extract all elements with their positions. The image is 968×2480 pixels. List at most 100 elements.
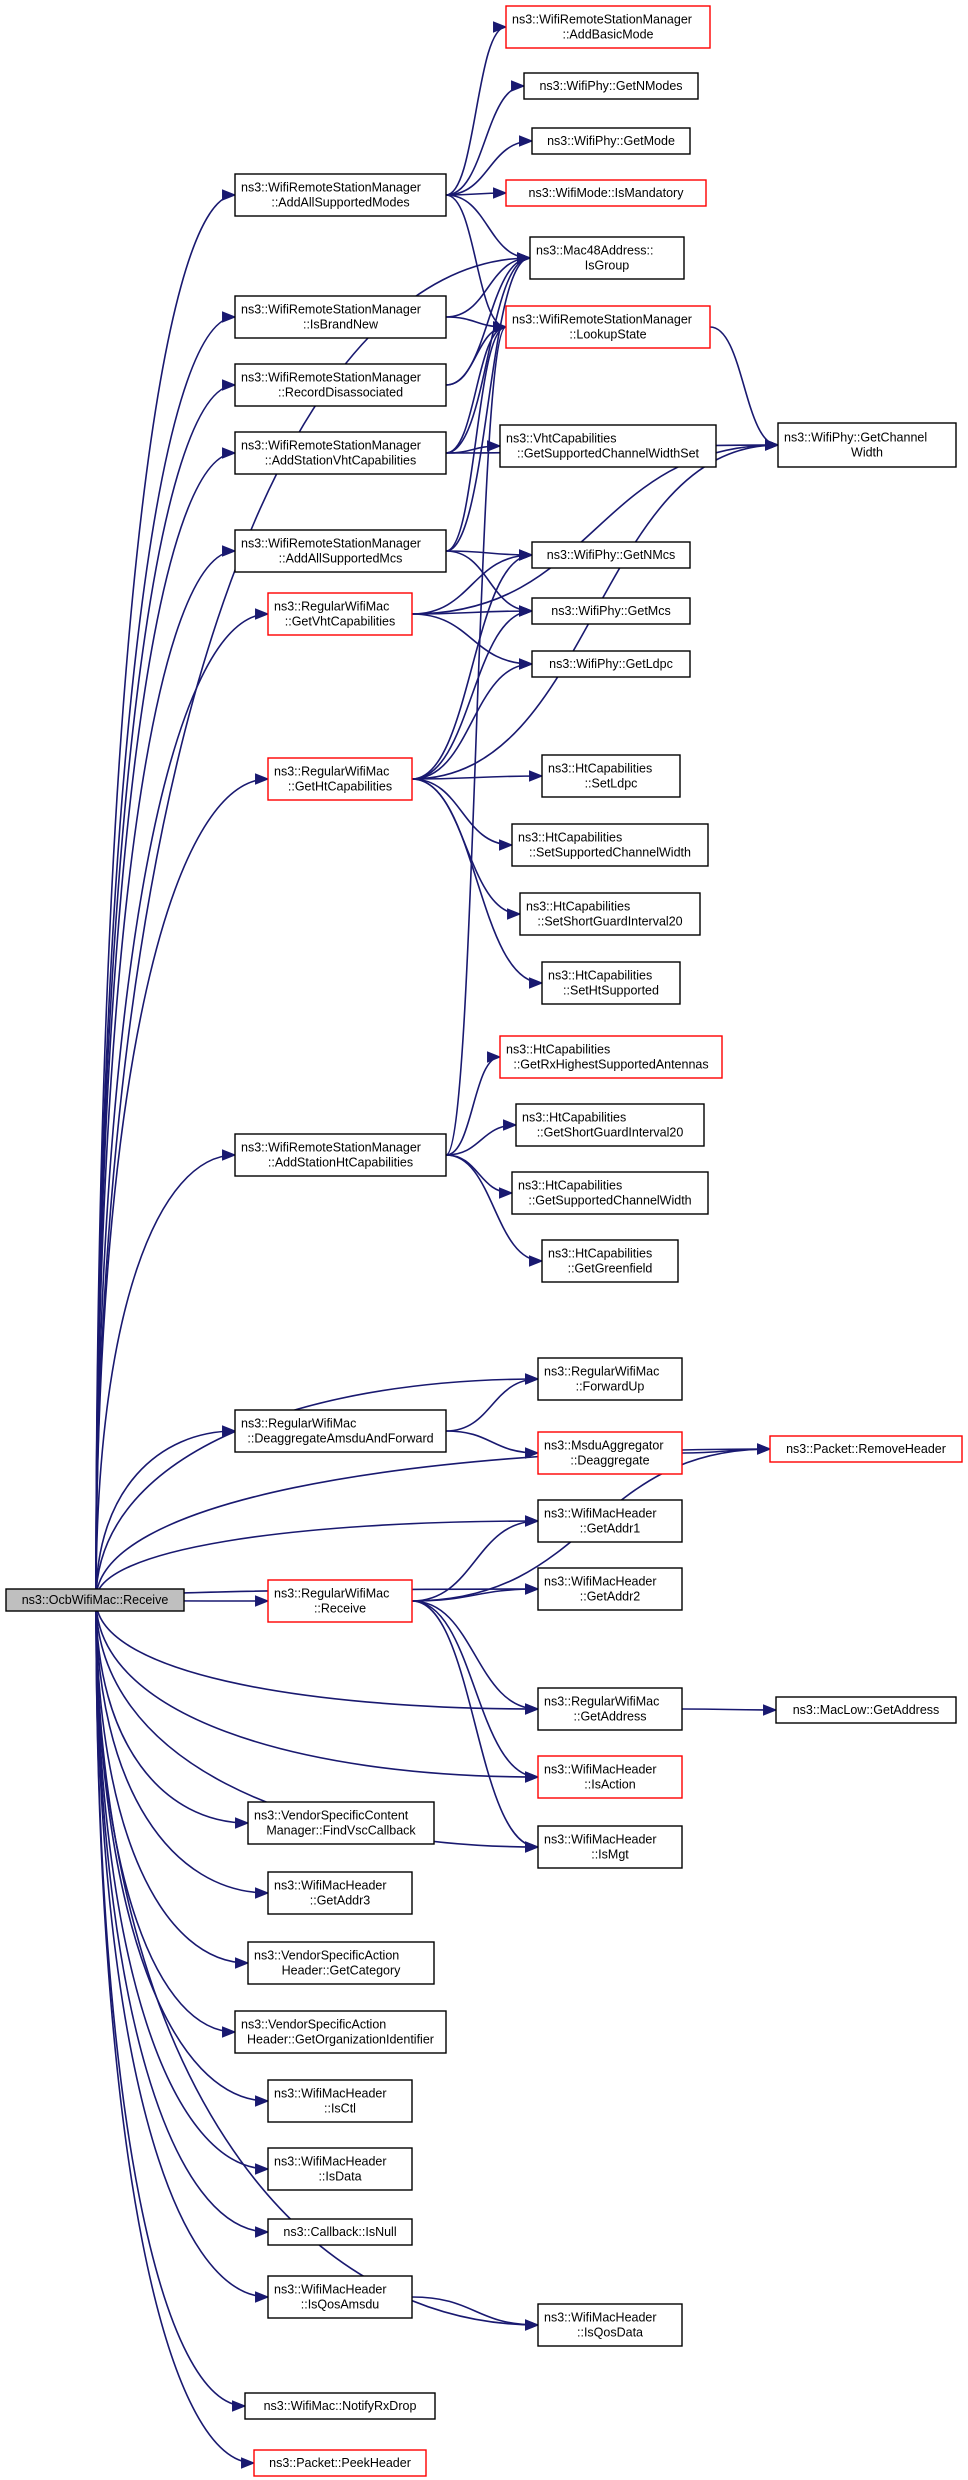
node-findvsc[interactable]: ns3::VendorSpecificContentManager::FindV… [247,1801,435,1845]
node-label-line: ::GetSupportedChannelWidthSet [517,447,700,461]
node-box [247,1801,435,1845]
node-isqosdata[interactable]: ns3::WifiMacHeader::IsQosData [537,2303,683,2347]
node-getaddress[interactable]: ns3::RegularWifiMac::GetAddress [537,1687,683,1731]
edge-getvhtcap-to-getldpc [411,613,534,670]
edge-receive_root-to-deaggfwd [95,1425,237,1601]
node-addstationht[interactable]: ns3::WifiRemoteStationManager::AddStatio… [234,1133,447,1177]
node-recorddisassoc[interactable]: ns3::WifiRemoteStationManager::RecordDis… [234,363,447,407]
node-getcategory[interactable]: ns3::VendorSpecificActionHeader::GetCate… [247,1941,435,1985]
node-label-line: ns3::WifiRemoteStationManager [241,1141,421,1155]
edge-receive_root-to-getcategory [95,1599,250,1969]
node-getorgid[interactable]: ns3::VendorSpecificActionHeader::GetOrga… [234,2010,447,2054]
node-isctl[interactable]: ns3::WifiMacHeader::IsCtl [267,2079,413,2123]
node-label-line: ns3::WifiMacHeader [274,2087,387,2101]
node-label-line: ns3::RegularWifiMac [274,1587,389,1601]
node-getmcs[interactable]: ns3::WifiPhy::GetMcs [531,597,691,625]
node-isgroup[interactable]: ns3::Mac48Address::IsGroup [529,236,685,280]
edge-addstationht-to-getsgi20 [445,1119,518,1156]
node-label-line: ::AddStationHtCapabilities [268,1156,413,1170]
node-isqosamsdu[interactable]: ns3::WifiMacHeader::IsQosAmsdu [267,2275,413,2319]
edge-receive_root-to-isgroup [95,252,532,1601]
node-box [499,1035,723,1079]
nodes-layer: ns3::OcbWifiMac::Receive ns3::WifiRemoteS… [5,5,963,2477]
node-getldpc[interactable]: ns3::WifiPhy::GetLdpc [531,650,691,678]
node-label-line: ::SetShortGuardInterval20 [537,915,682,929]
node-ismgt[interactable]: ns3::WifiMacHeader::IsMgt [537,1825,683,1869]
edge-rwmreceive-to-getaddr1 [411,1515,540,1602]
node-box [267,2147,413,2191]
node-box [267,1579,413,1623]
node-rwmreceive[interactable]: ns3::RegularWifiMac::Receive [267,1579,413,1623]
edge-rwmreceive-to-getaddr2 [411,1583,540,1602]
node-box [234,529,447,573]
node-box [5,1588,185,1612]
node-label-line: ::SetSupportedChannelWidth [529,846,691,860]
node-allsupportedmodes[interactable]: ns3::WifiRemoteStationManager::AddAllSup… [234,173,447,217]
node-getsgi20[interactable]: ns3::HtCapabilities::GetShortGuardInterv… [515,1103,705,1147]
node-label-line: ns3::Packet::PeekHeader [269,2456,411,2470]
node-getsupportedcw[interactable]: ns3::HtCapabilities::GetSupportedChannel… [511,1171,709,1215]
node-label-line: ns3::RegularWifiMac [544,1695,659,1709]
node-box [537,1687,683,1731]
node-msdudeagg[interactable]: ns3::MsduAggregator::Deaggregate [537,1431,683,1475]
node-label-line: ns3::WifiMacHeader [544,1507,657,1521]
node-receive_root[interactable]: ns3::OcbWifiMac::Receive [5,1588,185,1612]
node-removeheader[interactable]: ns3::Packet::RemoveHeader [769,1435,963,1463]
node-getaddr3[interactable]: ns3::WifiMacHeader::GetAddr3 [267,1871,413,1915]
node-label-line: ns3::WifiRemoteStationManager [241,537,421,551]
node-box [244,2392,436,2420]
edge-receive_root-to-findvsc [95,1599,250,1829]
node-isaction[interactable]: ns3::WifiMacHeader::IsAction [537,1755,683,1799]
node-setsupportedcw[interactable]: ns3::HtCapabilities::SetSupportedChannel… [511,823,709,867]
node-label-line: ::IsBrandNew [303,318,379,332]
node-lookupstate[interactable]: ns3::WifiRemoteStationManager::LookupSta… [505,305,711,349]
edge-receive_root-to-getaddr3 [95,1599,270,1899]
node-setsgi20[interactable]: ns3::HtCapabilities::SetShortGuardInterv… [519,892,701,936]
node-label-line: ::IsQosData [577,2326,643,2340]
edge-receive_root-to-addstationvht [95,447,237,1601]
node-label-line: ::DeaggregateAmsduAndForward [247,1432,433,1446]
node-peekheader[interactable]: ns3::Packet::PeekHeader [253,2449,427,2477]
node-label-line: ns3::WifiPhy::GetChannel [784,431,927,445]
node-getvhtcap[interactable]: ns3::RegularWifiMac::GetVhtCapabilities [267,592,413,636]
edge-receive_root-to-addstationht [95,1149,237,1601]
node-allsupportedmcs[interactable]: ns3::WifiRemoteStationManager::AddAllSup… [234,529,447,573]
node-label-line: ::GetAddr1 [580,1522,640,1536]
node-getnmcs[interactable]: ns3::WifiPhy::GetNMcs [531,541,691,569]
node-getaddr1[interactable]: ns3::WifiMacHeader::GetAddr1 [537,1499,683,1543]
node-getaddr2[interactable]: ns3::WifiMacHeader::GetAddr2 [537,1567,683,1611]
edge-allsupportedmcs-to-isgroup [445,252,532,552]
node-getnmodes[interactable]: ns3::WifiPhy::GetNModes [523,72,699,100]
node-maclowgetaddress[interactable]: ns3::MacLow::GetAddress [775,1696,957,1724]
node-isnull[interactable]: ns3::Callback::IsNull [267,2218,413,2246]
edge-rwmreceive-to-ismgt [411,1600,540,1853]
node-getmode[interactable]: ns3::WifiPhy::GetMode [531,127,691,155]
node-ismandatory[interactable]: ns3::WifiMode::IsMandatory [505,179,707,207]
node-getgreenfield[interactable]: ns3::HtCapabilities::GetGreenfield [541,1239,679,1283]
node-addstationvht[interactable]: ns3::WifiRemoteStationManager::AddStatio… [234,431,447,475]
node-label-line: ns3::WifiMacHeader [544,1763,657,1777]
node-getrxhighest[interactable]: ns3::HtCapabilities::GetRxHighestSupport… [499,1035,723,1079]
edge-addstationht-to-getsupportedcw [445,1154,514,1199]
node-forwardup[interactable]: ns3::RegularWifiMac::ForwardUp [537,1357,683,1401]
node-sethtsupported[interactable]: ns3::HtCapabilities::SetHtSupported [541,961,681,1005]
node-label-line: ns3::WifiRemoteStationManager [241,439,421,453]
edge-gethtcap-to-setsupportedcw [411,778,514,851]
node-isdata[interactable]: ns3::WifiMacHeader::IsData [267,2147,413,2191]
node-vhtgetsupportedcw[interactable]: ns3::VhtCapabilities::GetSupportedChanne… [499,424,717,468]
edge-receive_root-to-getvhtcap [95,608,270,1601]
node-box [234,173,447,217]
node-gethtcap[interactable]: ns3::RegularWifiMac::GetHtCapabilities [267,757,413,801]
node-addbasicmode[interactable]: ns3::WifiRemoteStationManager::AddBasicM… [505,5,711,49]
node-deaggfwd[interactable]: ns3::RegularWifiMac::DeaggregateAmsduAnd… [234,1409,447,1453]
node-label-line: ::ForwardUp [576,1380,645,1394]
node-label-line: ns3::VendorSpecificContent [254,1809,409,1823]
node-setldpc[interactable]: ns3::HtCapabilities::SetLdpc [541,754,681,798]
node-notifyrxdrop[interactable]: ns3::WifiMac::NotifyRxDrop [244,2392,436,2420]
edge-allsupportedmcs-to-lookupstate [445,321,508,552]
node-label-line: ::GetSupportedChannelWidth [528,1194,691,1208]
node-isbrandnew[interactable]: ns3::WifiRemoteStationManager::IsBrandNe… [234,295,447,339]
node-label-line: ns3::WifiMac::NotifyRxDrop [264,2399,417,2413]
node-label-line: Header::GetCategory [282,1964,402,1978]
